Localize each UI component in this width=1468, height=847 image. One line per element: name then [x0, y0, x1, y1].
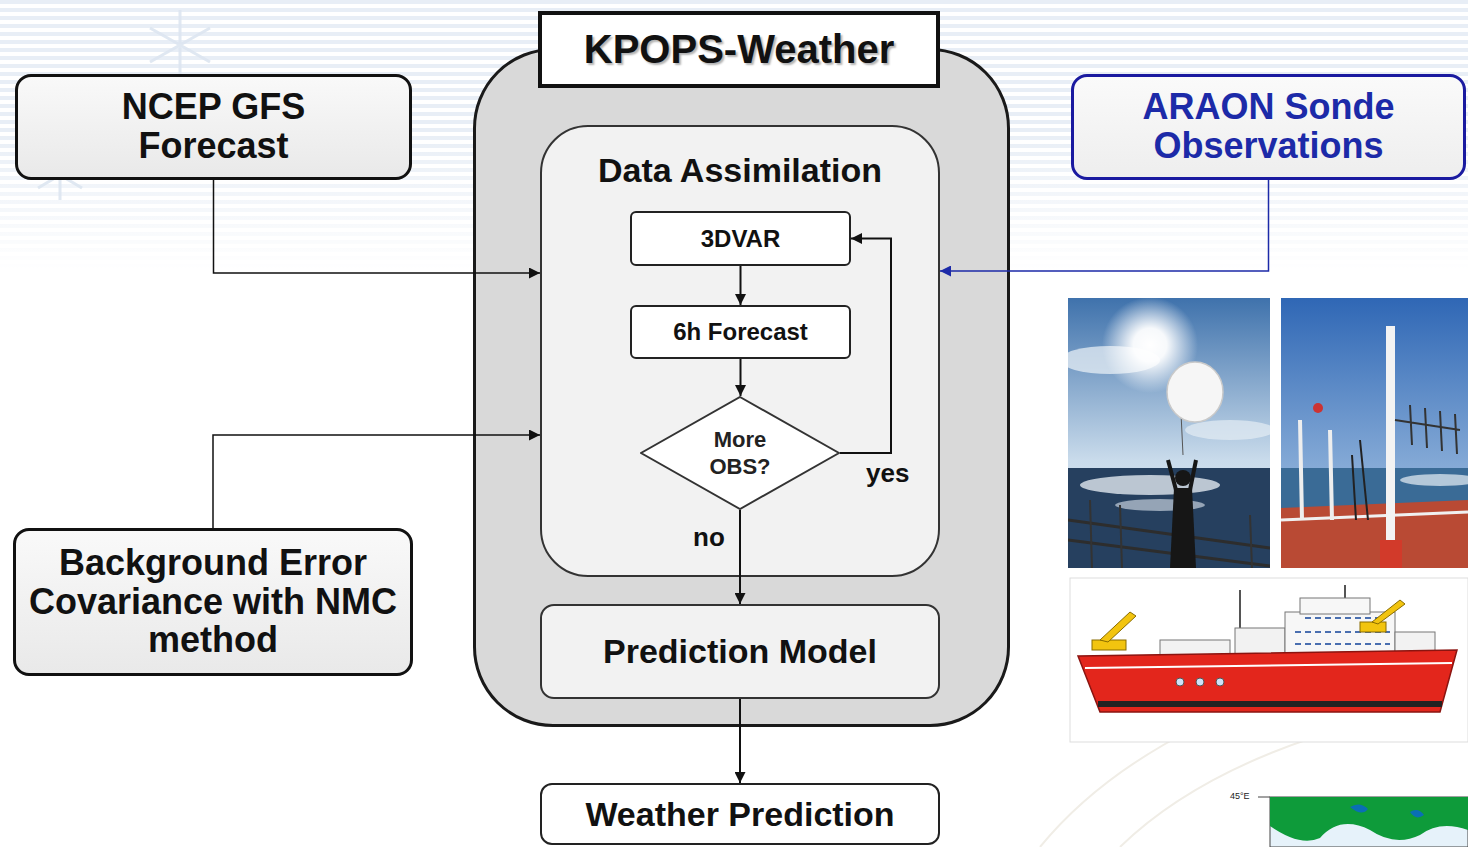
connector-arrow [739, 699, 741, 783]
connector-arrow [740, 266, 742, 305]
input-box: NCEP GFS Forecast [15, 74, 412, 180]
group-box: Data Assimilation 3DVAR 6h ForecastMore OB… [540, 125, 940, 577]
node-text: Weather Prediction [585, 796, 894, 833]
input-box: ARAON Sonde Observations [1071, 74, 1466, 180]
node-text: Data Assimilation [598, 152, 882, 189]
process-box: Prediction Model [540, 604, 940, 699]
node-text: Background Error Covariance with NMC met… [28, 544, 398, 661]
decision-diamond: More OBS? [640, 396, 840, 510]
title-box: KPOPS-Weather [538, 11, 940, 88]
connector-arrow [740, 359, 742, 396]
node-text: 6h Forecast [673, 319, 808, 345]
node-text: NCEP GFS Forecast [79, 88, 349, 166]
connector-arrow [739, 510, 741, 604]
input-box: Background Error Covariance with NMC met… [13, 528, 413, 676]
edge-label: yes [866, 459, 909, 488]
output-box: Weather Prediction [540, 783, 940, 845]
node-text: ARAON Sonde Observations [1119, 88, 1419, 166]
node-text: More OBS? [700, 426, 780, 481]
process-box: 6h Forecast [630, 305, 851, 359]
process-box: 3DVAR [630, 211, 851, 266]
diamond-outline [640, 396, 840, 510]
node-text: Prediction Model [603, 633, 877, 670]
map-coordinate-label: 45°E [1230, 792, 1250, 801]
title-text: KPOPS-Weather [584, 28, 894, 71]
node-text: 3DVAR [701, 226, 781, 252]
edge-label: no [693, 523, 725, 552]
